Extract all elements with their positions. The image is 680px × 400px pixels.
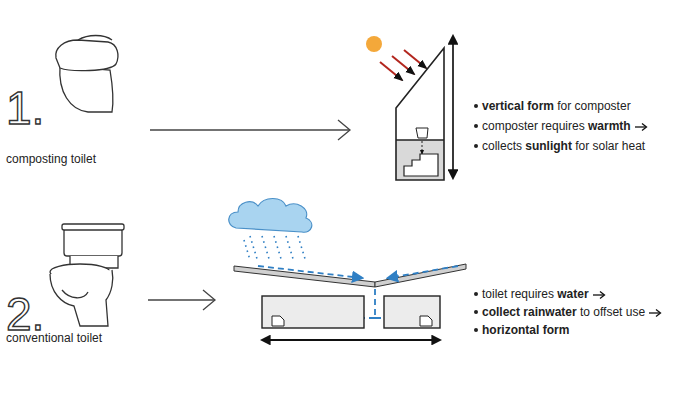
bullet-note: collect rainwaterto offset use [482,305,662,319]
label-text: conventional toilet [6,331,102,345]
sun-rays [380,50,426,80]
label-text: toilet requires [482,287,554,301]
transform-arrow [148,290,215,310]
bullet-note: toilet requireswater [482,287,606,301]
label-text: composter requires [482,119,585,133]
label-text: horizontal form [482,323,569,337]
label-text: vertical form [482,99,554,113]
label-text: warmth [588,119,631,133]
label-text: collect rainwater [482,305,577,319]
toilet-caption: composting toilet [6,152,99,166]
bullets [474,104,478,332]
bullet-note: horizontal form [482,323,573,337]
label-text: for composter [557,99,630,113]
label-text: 2. [6,290,44,338]
rain-cloud [229,199,312,263]
label-text: sunlight [525,139,572,153]
bullet-note: composter requireswarmth [482,119,648,133]
sun [366,36,382,52]
vertical-composter [396,36,453,180]
toilet-caption: conventional toilet [6,331,105,345]
label-text: collects [482,139,522,153]
pointer-arrow [648,308,662,318]
step-number: 1. [6,84,57,132]
label-text: to offset use [580,305,645,319]
transform-arrow [150,120,350,140]
composting-toilet-icon [56,36,118,113]
step-number: 2. [6,290,57,338]
bullet-note: collectssunlightfor solar heat [482,139,648,153]
pointer-arrow [634,122,648,132]
toilet-rooms [262,296,440,328]
label-text: 1. [6,84,44,132]
conventional-toilet-icon [50,224,124,326]
label-text: composting toilet [6,152,96,166]
roof [234,264,466,287]
width-arrow [262,339,440,341]
label-text: for solar heat [575,139,645,153]
label-text: water [557,287,588,301]
pointer-arrow [592,290,606,300]
bullet-note: vertical formfor composter [482,99,634,113]
